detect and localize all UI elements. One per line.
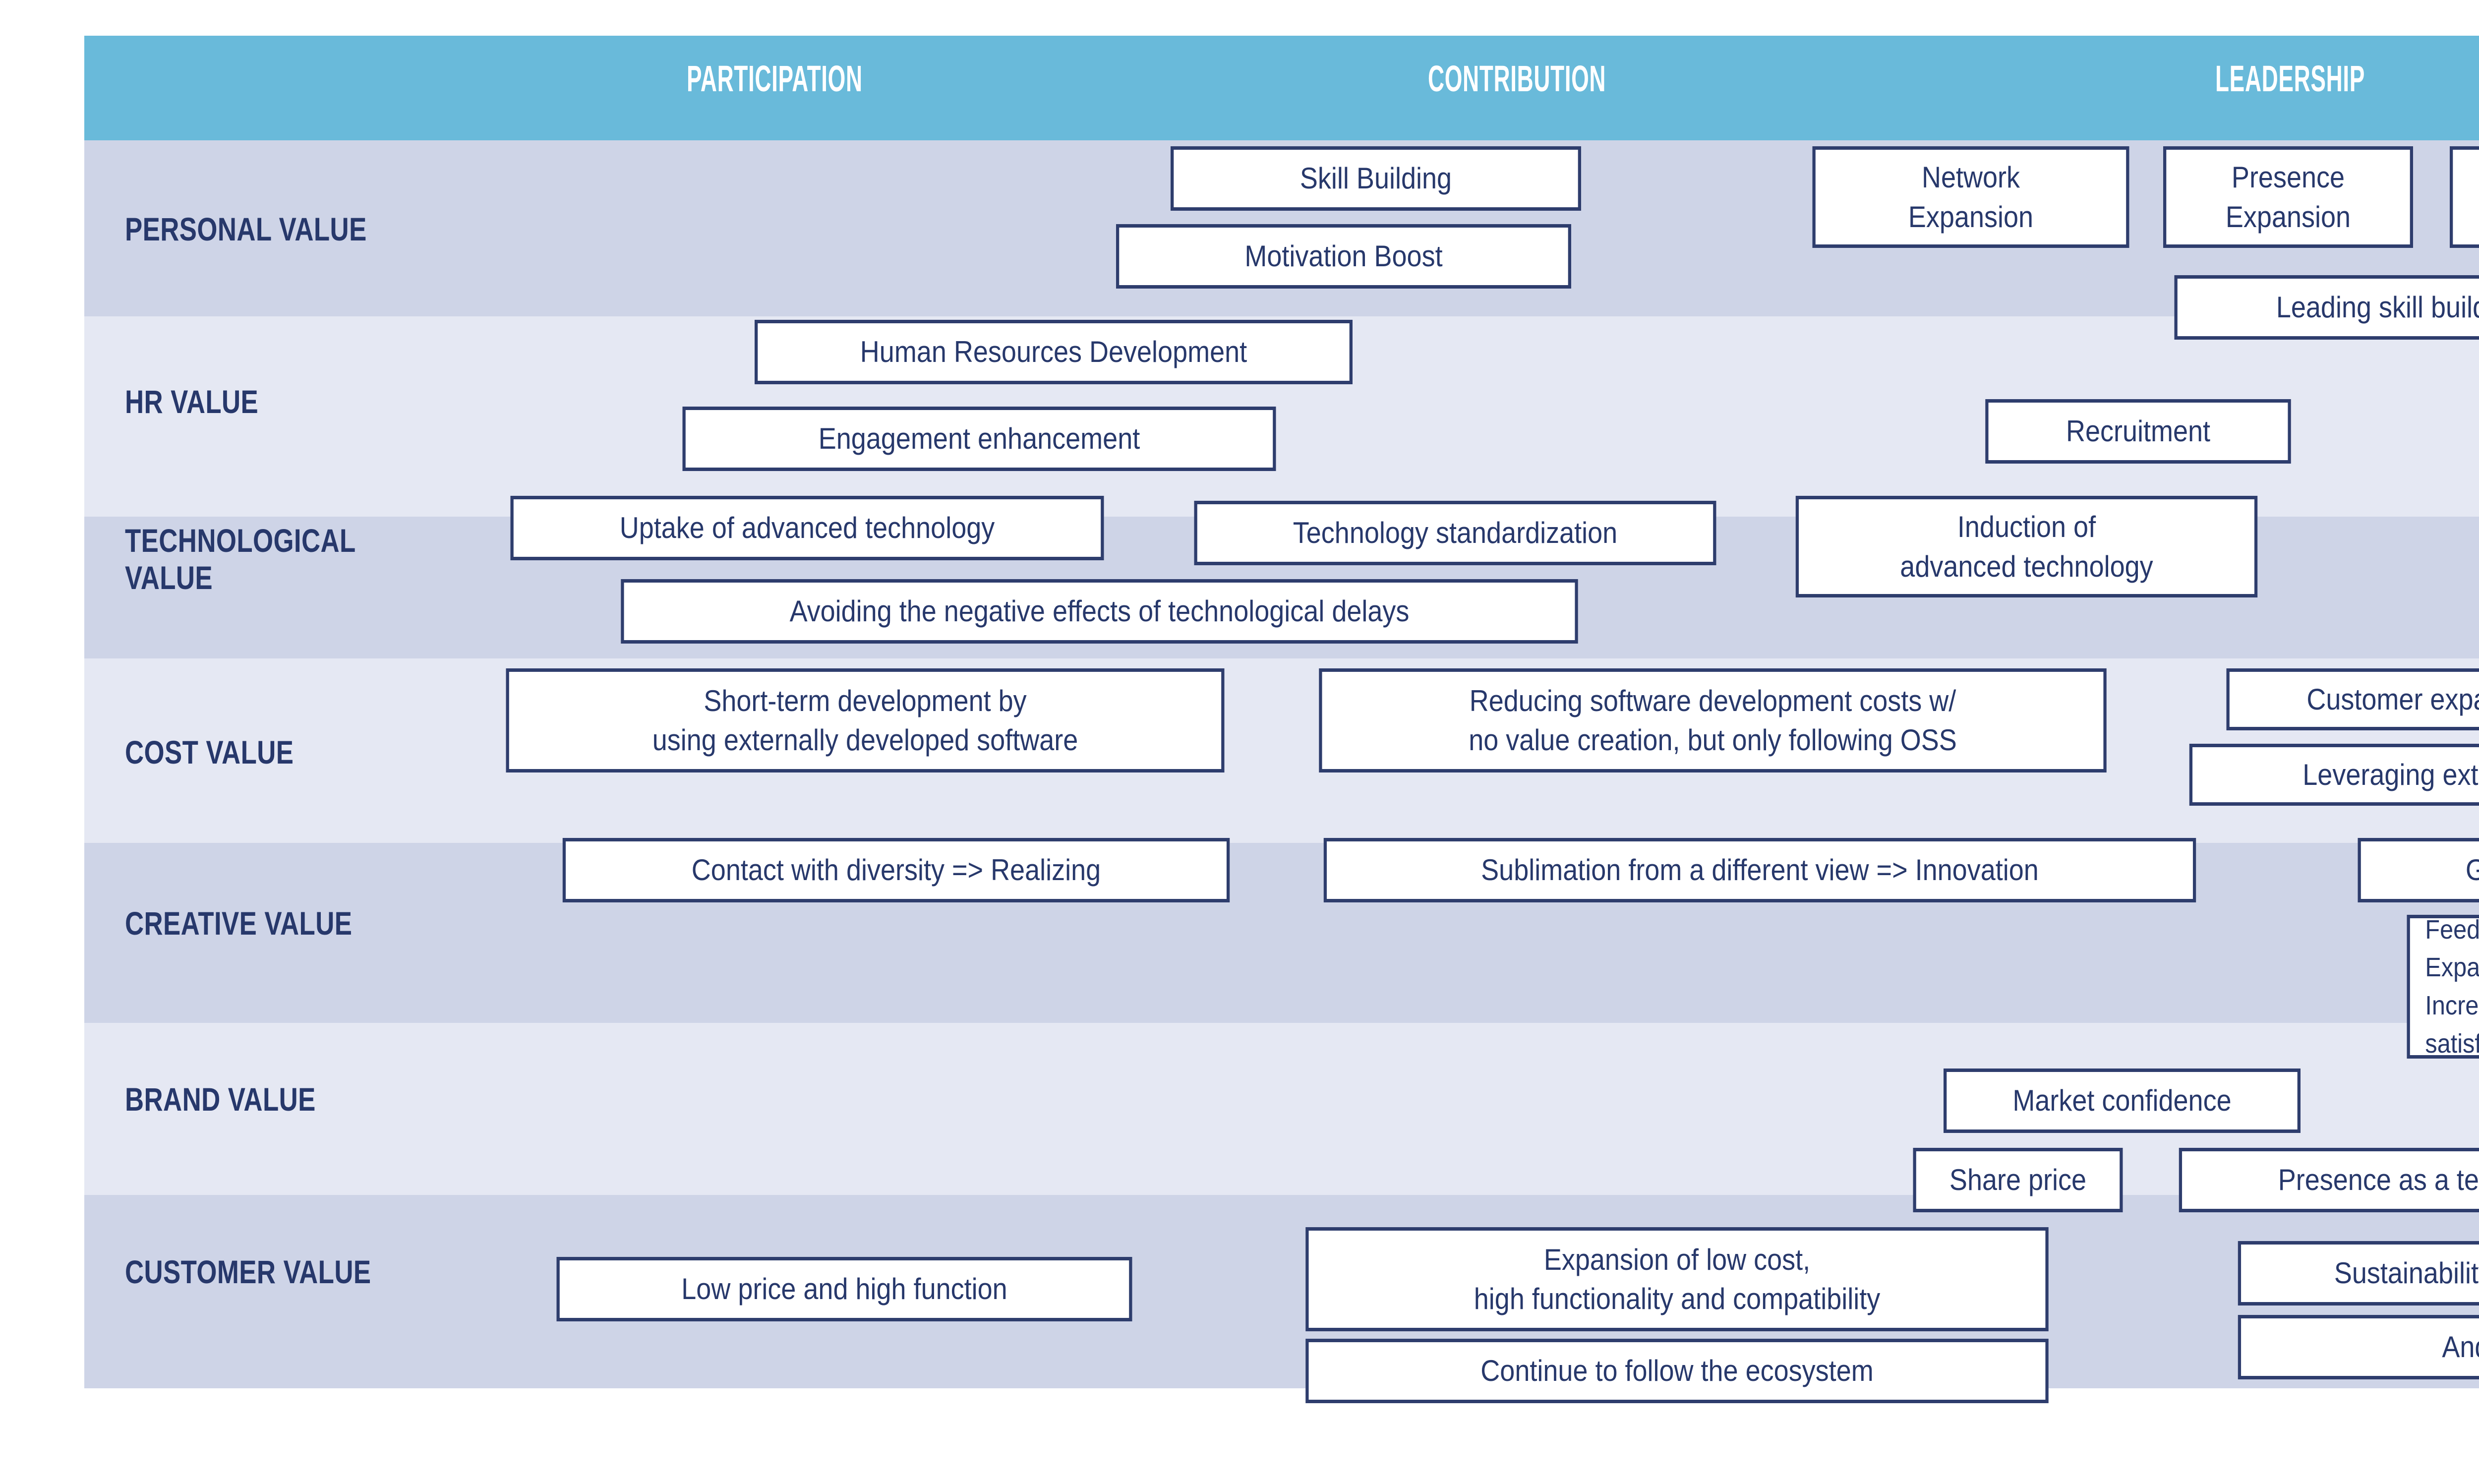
item-network-expansion[interactable]: Network Expansion [1812, 146, 2129, 248]
item-sustainability-service-product[interactable]: Sustainability of service/product [2238, 1241, 2479, 1306]
item-share-price[interactable]: Share price [1913, 1148, 2123, 1212]
item-short-term-development[interactable]: Short-term development by using external… [506, 668, 1225, 772]
item-avoiding-negative-effects[interactable]: Avoiding the negative effects of technol… [621, 579, 1578, 644]
item-feedback-expanded-usage[interactable]: Feedback, Expanded usage, Increase custo… [2407, 915, 2479, 1059]
item-expansion-low-cost[interactable]: Expansion of low cost, high functionalit… [1305, 1227, 2049, 1331]
row-label-brand-value: BRAND VALUE [125, 1081, 316, 1118]
item-reducing-software-costs[interactable]: Reducing software development costs w/ n… [1319, 668, 2107, 772]
item-presence-expansion[interactable]: Presence Expansion [2163, 146, 2413, 248]
item-leveraging-external-resources[interactable]: Leveraging external resources [2189, 744, 2479, 806]
row-band-customer [84, 1195, 2479, 1388]
item-engagement-enhancement[interactable]: Engagement enhancement [682, 407, 1276, 471]
item-leading-skill-building[interactable]: Leading skill building [2174, 275, 2479, 340]
row-label-cost-value: COST VALUE [125, 734, 294, 771]
item-induction-advanced-technology[interactable]: Induction of advanced technology [1795, 496, 2258, 597]
row-label-creative-value: CREATIVE VALUE [125, 905, 353, 942]
item-technology-standardization[interactable]: Technology standardization [1194, 501, 1716, 565]
item-human-resources-development[interactable]: Human Resources Development [755, 320, 1353, 384]
row-label-technological-value: TECHNOLOGICAL VALUE [125, 522, 356, 596]
item-gaining-community[interactable]: Gaining Community [2358, 838, 2479, 902]
item-and-more[interactable]: And more??? [2238, 1315, 2479, 1379]
item-motivation-boost[interactable]: Motivation Boost [1116, 224, 1571, 289]
item-low-price-high-function[interactable]: Low price and high function [556, 1257, 1132, 1321]
row-band-cost [84, 658, 2479, 843]
row-label-customer-value: CUSTOMER VALUE [125, 1253, 371, 1290]
row-label-hr-value: HR VALUE [125, 383, 259, 420]
item-market-confidence[interactable]: Market confidence [1944, 1068, 2301, 1133]
item-gathering-info[interactable]: Gathering info/etc automatically [2450, 146, 2479, 248]
row-label-personal-value: PERSONAL VALUE [125, 211, 367, 247]
column-header-contribution: CONTRIBUTION [1428, 58, 1606, 99]
item-customer-expansion[interactable]: Customer expansion [2226, 668, 2479, 730]
item-sublimation-innovation[interactable]: Sublimation from a different view => Inn… [1323, 838, 2196, 902]
item-contact-with-diversity[interactable]: Contact with diversity => Realizing [562, 838, 1230, 902]
item-continue-follow-ecosystem[interactable]: Continue to follow the ecosystem [1305, 1339, 2049, 1403]
column-header-participation: PARTICIPATION [687, 58, 863, 99]
item-skill-building[interactable]: Skill Building [1171, 146, 1581, 211]
column-header-leadership: LEADERSHIP [2215, 58, 2365, 99]
header-band [84, 36, 2479, 140]
item-uptake-advanced-technology[interactable]: Uptake of advanced technology [510, 496, 1104, 560]
item-recruitment[interactable]: Recruitment [1985, 399, 2291, 464]
item-presence-technology-company[interactable]: Presence as a technology company [2179, 1148, 2479, 1212]
